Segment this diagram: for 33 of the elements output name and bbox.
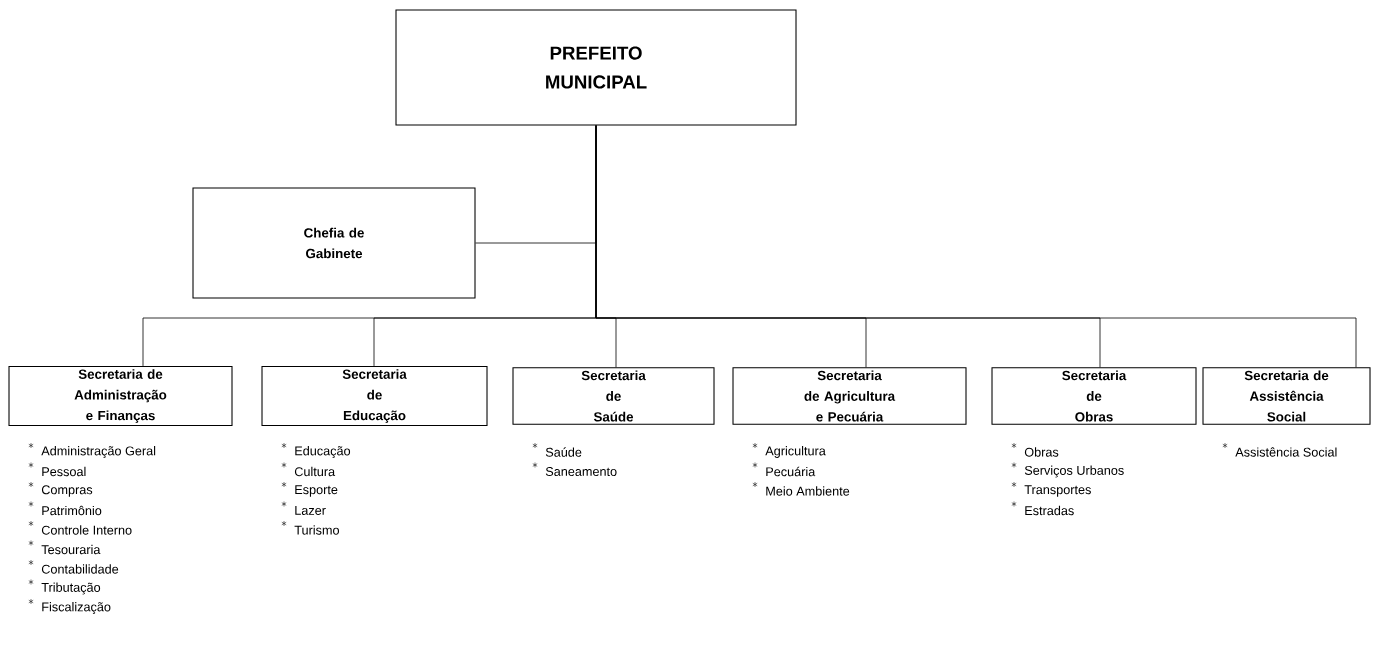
org-box: Secretaria de Assistência Social xyxy=(1202,367,1371,425)
list-item: Transportes xyxy=(1024,485,1091,497)
list-item: Saneamento xyxy=(545,467,617,476)
list-item: Lazer xyxy=(295,506,326,515)
org-box: Secretaria de Agricultura e Pecuária xyxy=(732,367,967,425)
list-item: Estradas xyxy=(1025,505,1074,516)
org-box: Secretaria de Administração e Finanças xyxy=(8,365,233,427)
list-item: Cultura xyxy=(294,466,336,477)
list-item: Assistência Social xyxy=(1235,447,1337,457)
list-item: Agricultura xyxy=(765,446,826,458)
list-item: Contabilidade xyxy=(41,564,119,574)
list-item: Turismo xyxy=(294,525,339,535)
list-item: Controle Interno xyxy=(41,525,132,535)
org-box: Chefia de Gabinete xyxy=(192,187,476,299)
list-item: Patrimônio xyxy=(42,505,102,516)
list-item: Saúde xyxy=(545,447,582,457)
list-item: Pecuária xyxy=(766,466,816,477)
list-item: Tesouraria xyxy=(41,544,101,555)
org-box: Secretaria de Saúde xyxy=(512,367,715,425)
list-item: Serviços Urbanos xyxy=(1024,465,1124,478)
list-item: Esporte xyxy=(295,485,338,497)
org-box: Secretaria de Educação xyxy=(261,365,488,427)
org-box: Secretaria de Obras xyxy=(991,367,1197,425)
list-item: Pessoal xyxy=(42,466,86,477)
connector-line xyxy=(595,125,1357,368)
list-item: Meio Ambiente xyxy=(766,486,850,496)
list-item: Obras xyxy=(1024,447,1059,457)
list-item: Administração Geral xyxy=(41,446,156,458)
title-box: PREFEITO MUNICIPAL xyxy=(395,9,797,126)
list-item: Educação xyxy=(295,446,351,458)
list-item: Compras xyxy=(41,485,93,497)
list-item: Fiscalização xyxy=(42,602,111,614)
list-item: Tributação xyxy=(41,582,101,595)
